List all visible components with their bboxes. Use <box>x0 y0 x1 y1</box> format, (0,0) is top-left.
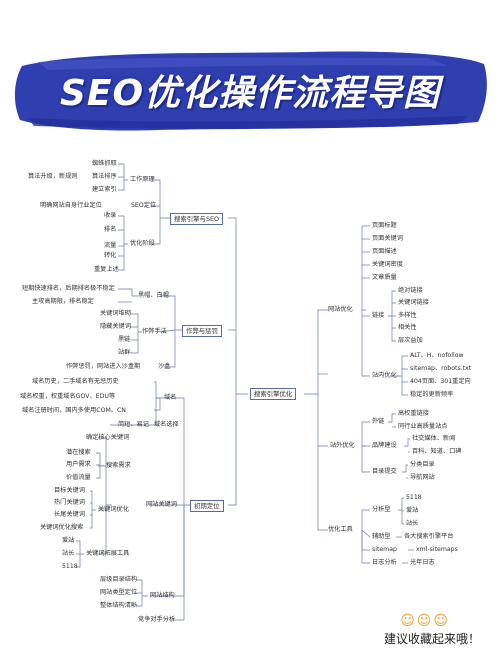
core-keyword: 确定核心关键词 <box>86 434 130 441</box>
branch-site-optimization: 网站优化 <box>328 306 353 313</box>
algorithm-upgrade-note: 算法升级，新规则 <box>28 173 78 180</box>
site-structure: 网站结构 <box>150 592 175 599</box>
hidden-keywords: 隐藏关键词 <box>100 323 131 330</box>
keyword-density-item: 关键词密度 <box>372 261 403 268</box>
sitemap-tool: sitemap <box>372 546 397 553</box>
article-quality-item: 文章质量 <box>372 274 397 281</box>
spider-crawl: 蜘蛛抓取 <box>92 160 117 167</box>
domain-reg-time: 域名注册时间，国内多使用COM、CN <box>22 407 126 414</box>
links: 链接 <box>372 312 385 319</box>
clear-structure: 整体结构清晰 <box>100 602 138 609</box>
optimization-stage: 优化阶段 <box>130 240 155 247</box>
mind-map: 搜索引擎优化 搜索引擎与SEO 工作原理 蜘蛛抓取 算法排序 建立索引 算法升级… <box>0 150 500 653</box>
stage-conversion: 转化 <box>104 252 117 259</box>
brand-building: 品牌建设 <box>372 442 397 449</box>
branch-cheating-penalty: 作弊与惩罚 <box>182 325 222 337</box>
white-hat-note: 主攻高期限，排名稳定 <box>32 298 94 305</box>
page-keywords-item: 页面关键词 <box>372 235 403 242</box>
absolute-link: 绝对链接 <box>398 287 423 294</box>
stage-traffic: 流量 <box>104 242 117 249</box>
center-node: 搜索引擎优化 <box>250 388 297 400</box>
page-title: SEO优化操作流程导图 <box>59 73 441 114</box>
stage-ranking: 排名 <box>104 226 117 233</box>
branch-search-engine-seo: 搜索引擎与SEO <box>170 213 224 225</box>
directory-submission: 目录提交 <box>372 468 397 475</box>
keyword-link: 关键词链接 <box>398 299 429 306</box>
analysis-zhanzhang: 站长 <box>406 520 419 527</box>
category-directory: 分类目录 <box>410 461 435 468</box>
auxiliary-type: 辅助型 <box>372 533 391 540</box>
stage-index: 收录 <box>104 212 117 219</box>
analysis-aizhan: 爱站 <box>406 507 419 514</box>
log-analysis: 日志分析 <box>372 559 397 566</box>
tool-aizhan: 爱站 <box>62 537 75 544</box>
tool-zhanzhang: 站长 <box>62 550 75 557</box>
stage-repeat: 重复上述 <box>94 266 119 273</box>
alt-h-nofollow: ALT、H、nofollow <box>410 352 464 359</box>
404-301: 404页面、301重定向 <box>410 378 471 385</box>
footer-note: 建议收藏起来哦！ <box>383 632 480 646</box>
branch-offsite-optimization: 站外优化 <box>330 442 355 449</box>
site-keywords: 网站关键词 <box>146 501 177 508</box>
industry-positioning-note: 明确网站自身行业定位 <box>40 202 102 209</box>
baike-zhidao: 百科、知道、口碑 <box>412 448 462 455</box>
keyword-stuffing: 关键词堆砌 <box>100 310 131 317</box>
keyword-opt-search: 关键词优化搜索 <box>40 524 84 531</box>
smiley-icons: ☺☺☺ <box>400 613 450 629</box>
long-tail-keyword: 长尾关键词 <box>54 511 85 518</box>
brush-stroke-background <box>14 51 487 131</box>
domain-choice: 域名选择 <box>154 421 179 428</box>
page-description-item: 页面描述 <box>372 248 397 255</box>
tool-5118: 5118 <box>62 563 78 570</box>
update-frequency: 稳定的更新频率 <box>410 391 454 398</box>
black-white-hat: 黑帽、白帽 <box>138 292 169 299</box>
black-hat-note: 短期快速排名，后期排名极不稳定 <box>22 285 115 292</box>
branch-optimization-tools: 优化工具 <box>328 526 353 533</box>
domain-weight: 域名权重，权重域名GOV、EDU等 <box>20 393 116 400</box>
onsite-optimization: 站内优化 <box>372 372 397 379</box>
title-banner: SEO优化操作流程导图 <box>8 44 492 136</box>
build-index: 建立索引 <box>92 186 117 193</box>
domain-choice-note: 简短、易记 <box>118 421 149 428</box>
search-platforms: 各大搜索引擎平台 <box>404 533 454 540</box>
branch-initial-positioning: 初期定位 <box>190 500 224 512</box>
seo-positioning: SEO定位 <box>131 202 157 209</box>
potential-search: 潜在搜索 <box>66 449 91 456</box>
analysis-type: 分析型 <box>372 506 391 513</box>
page-title-item: 页面标题 <box>372 222 397 229</box>
directory-structure: 层级目录结构 <box>100 576 138 583</box>
search-demand: 搜索需求 <box>106 462 131 469</box>
target-keyword: 目标关键词 <box>54 487 85 494</box>
site-type: 网站类型定位 <box>100 589 138 596</box>
domain: 域名 <box>164 394 177 401</box>
xml-sitemaps: xml-sitemaps <box>416 546 458 553</box>
work-principle: 工作原理 <box>130 176 155 183</box>
algorithm-sort: 算法排序 <box>92 173 117 180</box>
sandbox-note: 作弊惩罚，网站进入沙盒期 <box>66 363 141 370</box>
social-media-news: 社交媒体、新闻 <box>412 435 456 442</box>
high-weight-links: 高权重链接 <box>398 410 429 417</box>
keyword-tools: 关键词拓展工具 <box>86 550 130 557</box>
domain-history: 域名历史，二手域名有无惩历史 <box>32 378 119 385</box>
site-group: 站群 <box>118 349 131 356</box>
guangnian-log: 光年日志 <box>410 559 435 566</box>
black-links: 黑链 <box>118 336 131 343</box>
keyword-optimization: 关键词优化 <box>98 506 129 513</box>
sitemap-robots: sitemap、robots.txt <box>410 365 472 372</box>
navigation-sites: 导航网站 <box>410 474 435 481</box>
value-traffic: 价值流量 <box>66 474 91 481</box>
relevance: 相关性 <box>398 324 417 331</box>
diversity: 多样性 <box>398 312 417 319</box>
quality-sites: 同行业高质量站点 <box>398 423 448 430</box>
external-links: 外链 <box>372 418 385 425</box>
competitor-analysis: 竞争对手分析 <box>138 616 176 623</box>
cheating-methods: 作弊手法 <box>142 328 167 335</box>
connector-lines <box>76 163 414 621</box>
analysis-5118: 5118 <box>406 494 422 501</box>
sandbox: 沙盒 <box>158 363 171 370</box>
layering: 层次益加 <box>398 337 423 344</box>
user-demand: 用户需求 <box>66 461 91 468</box>
hot-keyword: 热门关键词 <box>54 499 85 506</box>
